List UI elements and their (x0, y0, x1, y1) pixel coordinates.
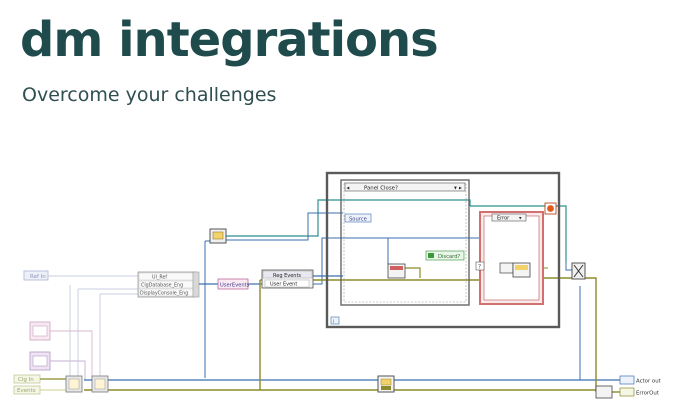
clg-in-label: Clg In (18, 377, 34, 383)
error-out-label: ErrorOut (636, 391, 659, 397)
event-structure[interactable]: Panel Close? ◂ ▾ ▸ Source Discard? (340, 179, 470, 306)
page-title: dm integrations (20, 12, 439, 68)
case-left-arrow-icon[interactable]: ◂ (347, 186, 350, 192)
actor-out-indicator[interactable]: Actor out (619, 375, 661, 385)
user-events-indicator[interactable]: UserEvents (217, 278, 250, 290)
discard-terminal: Discard? (438, 254, 461, 260)
reg-events-label: Reg Events (273, 273, 301, 279)
actor-out-label: Actor out (636, 379, 661, 385)
create-event-node[interactable] (209, 228, 227, 244)
register-events-node[interactable]: Reg Events User Event (261, 269, 314, 289)
cluster-constant-1[interactable] (29, 321, 51, 341)
clg-in-control[interactable]: Clg In (13, 374, 41, 384)
page-subtitle: Overcome your challenges (22, 84, 277, 106)
bundle-output-node[interactable] (595, 385, 613, 399)
user-events-label: UserEvents (220, 283, 250, 289)
error-case-structure[interactable]: Error ▾ ? (475, 211, 544, 305)
function-node-2[interactable] (91, 375, 109, 393)
ref-in-label: Ref In (30, 274, 46, 280)
cluster-field-1: UI_Ref (152, 275, 167, 281)
error-case-dropdown-icon[interactable]: ▾ (519, 216, 522, 222)
while-loop[interactable]: i (325, 171, 561, 329)
case-right-arrow-icon[interactable]: ▸ (459, 186, 462, 192)
function-node-1[interactable] (65, 375, 83, 393)
cluster-constant-2[interactable] (29, 351, 51, 371)
case-selector-terminal-icon: ? (478, 264, 481, 271)
iteration-terminal: i (333, 319, 334, 325)
case-dropdown-icon[interactable]: ▾ (454, 186, 457, 192)
unbundle-by-name[interactable]: UI_Ref ClgDatabase_Eng DisplayConsole_En… (137, 271, 200, 298)
events-label: Events (17, 388, 36, 394)
ref-in-control[interactable]: Ref In (23, 270, 49, 281)
cluster-field-2: ClgDatabase_Eng (141, 283, 183, 289)
error-merge-node[interactable] (377, 375, 395, 393)
events-control[interactable]: Events (13, 385, 41, 395)
error-out-indicator[interactable]: ErrorOut (619, 387, 659, 397)
destroy-event-node[interactable] (571, 262, 586, 280)
close-reference-node[interactable] (387, 263, 406, 279)
cluster-field-3: DisplayConsole_Eng (140, 291, 188, 297)
error-case-label: Error (497, 216, 510, 222)
source-terminal: Source (349, 217, 367, 223)
user-event-label: User Event (270, 282, 297, 288)
event-case-selector: Panel Close? (364, 186, 398, 192)
faded-wires (40, 275, 138, 391)
